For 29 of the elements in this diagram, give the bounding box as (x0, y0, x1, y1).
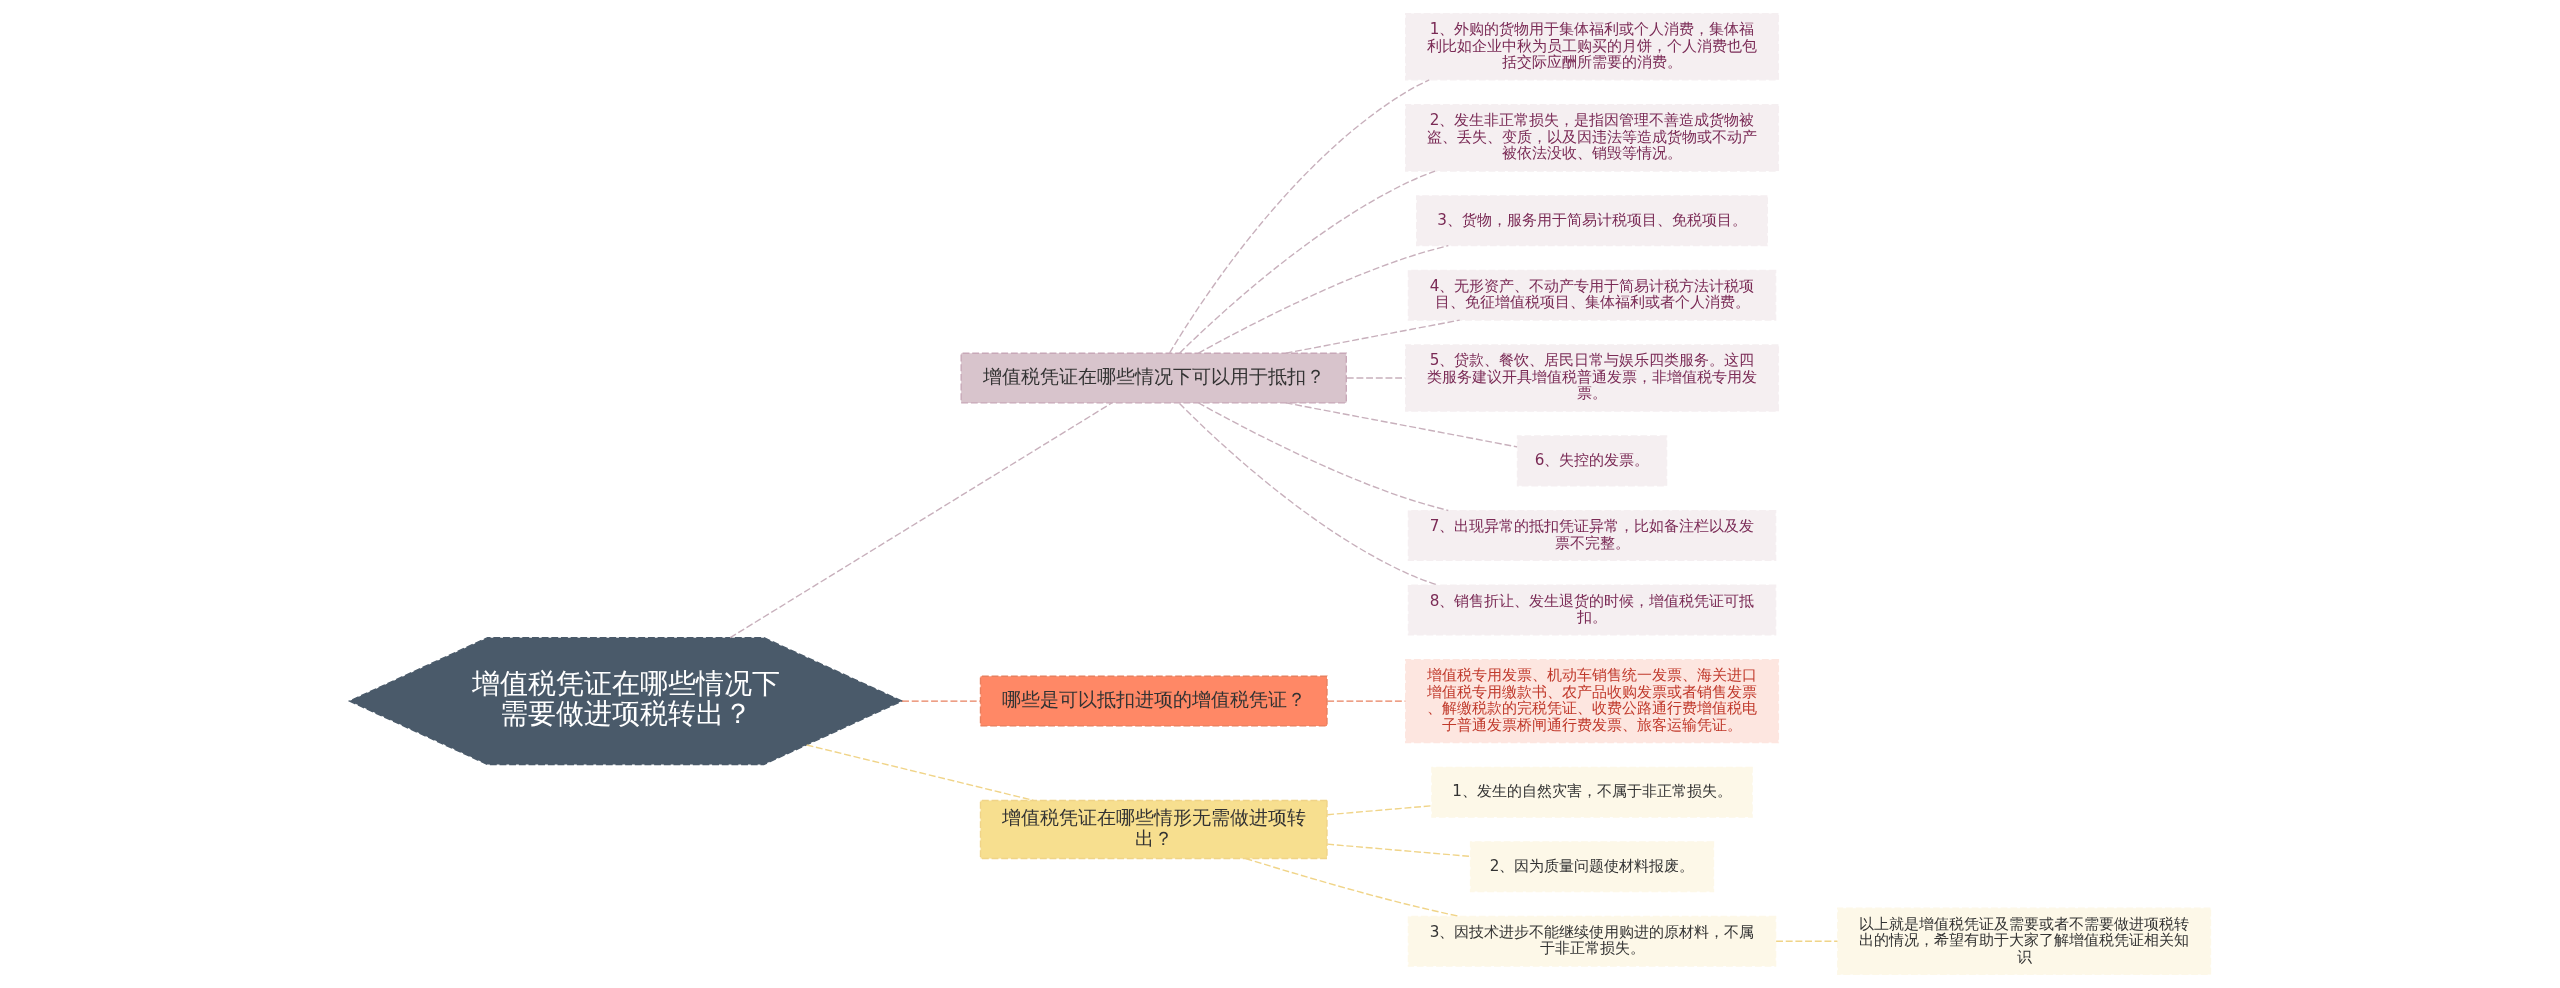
node-box: 增值税专用发票、机动车销售统一发票、海关进口增值税专用缴款书、农产品收购发票或者销售发票、解缴税款的完税凭证、收费公路通行费增值税电子普通发票桥闸通行费发票、旅客运输凭证。 (1405, 658, 1780, 744)
node-box: 增值税凭证在哪些情况下可以用于抵扣？ (960, 352, 1347, 404)
node-box: 1、发生的自然灾害，不属于非正常损失。 (1431, 766, 1753, 818)
node-box: 1、外购的货物用于集体福利或个人消费，集体福利比如企业中秋为员工购买的月饼，个人消费也包括交际应酬所需要的消费。 (1405, 12, 1780, 81)
node-box: 4、无形资产、不动产专用于简易计税方法计税项目、免征增值税项目、集体福利或者个人消费。 (1407, 269, 1777, 321)
connector (1178, 402, 1439, 586)
connector (1285, 319, 1461, 354)
connector (806, 744, 1035, 802)
connector (1197, 244, 1449, 354)
connector (729, 402, 1113, 639)
connector (1775, 940, 1839, 942)
node-box: 3、货物，服务用于简易计税项目、免税项目。 (1416, 195, 1769, 247)
connector (1326, 843, 1471, 858)
node-box: 3、因技术进步不能继续使用购进的原材料，不属于非正常损失。 (1407, 915, 1777, 967)
connector (1197, 402, 1449, 512)
connector (1179, 170, 1436, 354)
connector (1168, 79, 1430, 354)
connector (1285, 402, 1518, 448)
node-box: 5、贷款、餐饮、居民日常与娱乐四类服务。这四类服务建议开具增值税普通发票，非增值税专用发票。 (1405, 344, 1780, 412)
node-box: 增值税凭证在哪些情形无需做进项转出？ (979, 799, 1328, 860)
node-box: 6、失控的发票。 (1516, 435, 1668, 487)
connector (901, 700, 982, 702)
node-box: 哪些是可以抵扣进项的增值税凭证？ (979, 675, 1328, 727)
node-box: 以上就是增值税凭证及需要或者不需要做进项税转出的情况，希望有助于大家了解增值税凭证相关知识 (1837, 907, 2212, 976)
connector (1326, 805, 1433, 816)
node-box: 8、销售折让、发生退货的时候，增值税凭证可抵扣。 (1407, 584, 1777, 636)
node-box: 7、出现异常的抵扣凭证异常，比如备注栏以及发票不完整。 (1407, 509, 1777, 561)
node-box: 2、发生非正常损失，是指因管理不善造成货物被盗、丢失、变质，以及因违法等造成货物或不动产被依法没收、销毁等情况。 (1405, 104, 1780, 172)
node-box: 2、因为质量问题使材料报废。 (1469, 841, 1715, 893)
